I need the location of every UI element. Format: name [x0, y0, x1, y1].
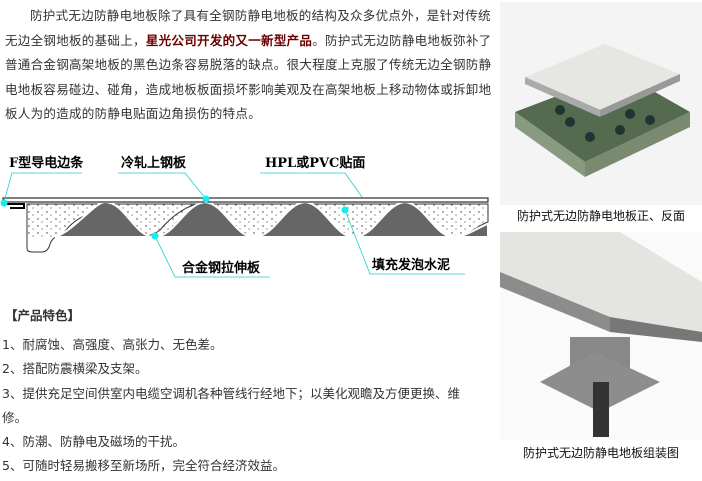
intro-highlight: 星光公司开发的又一新型产品: [145, 32, 313, 48]
label-edge-strip: F型导电边条: [9, 155, 84, 171]
feature-item: 5、可随时轻易搬移至新场所，完全符合经济效益。: [2, 458, 285, 474]
label-alloy-steel: 合金钢拉伸板: [182, 260, 261, 276]
feature-item: 1、耐腐蚀、高强度、高张力、无色差。: [2, 337, 223, 352]
feature-item: 4、防潮、防静电及磁场的干扰。: [2, 434, 185, 450]
floor-assembly-photo: [500, 232, 702, 440]
floor-panel-photo: [500, 2, 702, 205]
intro-text: 防护式无边防静电地板除了具有全钢防静电地板的结构及众多优点外，是针对传统无边全钢…: [5, 8, 491, 48]
feature-item: 3、提供充足空间供室内电缆空调机各种管线行经地下；以美化观瞻及方便更换、维修。: [2, 385, 460, 425]
features-list: 1、耐腐蚀、高强度、高张力、无色差。 2、搭配防震横梁及支架。 3、提供充足空间…: [2, 333, 482, 479]
top-photo-caption: 防护式无边防静电地板正、反面: [516, 209, 685, 223]
feature-item: 2、搭配防震横梁及支架。: [2, 361, 148, 377]
label-cold-rolled-steel: 冷轧上钢板: [121, 155, 187, 171]
features-title: 【产品特色】: [5, 308, 81, 323]
floor-cross-section-diagram: F型导电边条 冷轧上钢板 HPL或PVC贴面 合金钢拉伸板 填充发泡水泥: [0, 155, 489, 278]
label-surface: HPL或PVC贴面: [265, 155, 365, 171]
intro-paragraph: 防护式无边防静电地板除了具有全钢防静电地板的结构及众多优点外，是针对传统无边全钢…: [5, 4, 495, 127]
intro-text-2: 。防护式无边防静电地板弥补了普通合金钢高架地板的黑色边条容易脱落的缺点。很大程度…: [5, 32, 492, 122]
bottom-photo-caption: 防护式无边防静电地板组装图: [522, 446, 679, 460]
label-foam-cement: 填充发泡水泥: [372, 257, 450, 273]
